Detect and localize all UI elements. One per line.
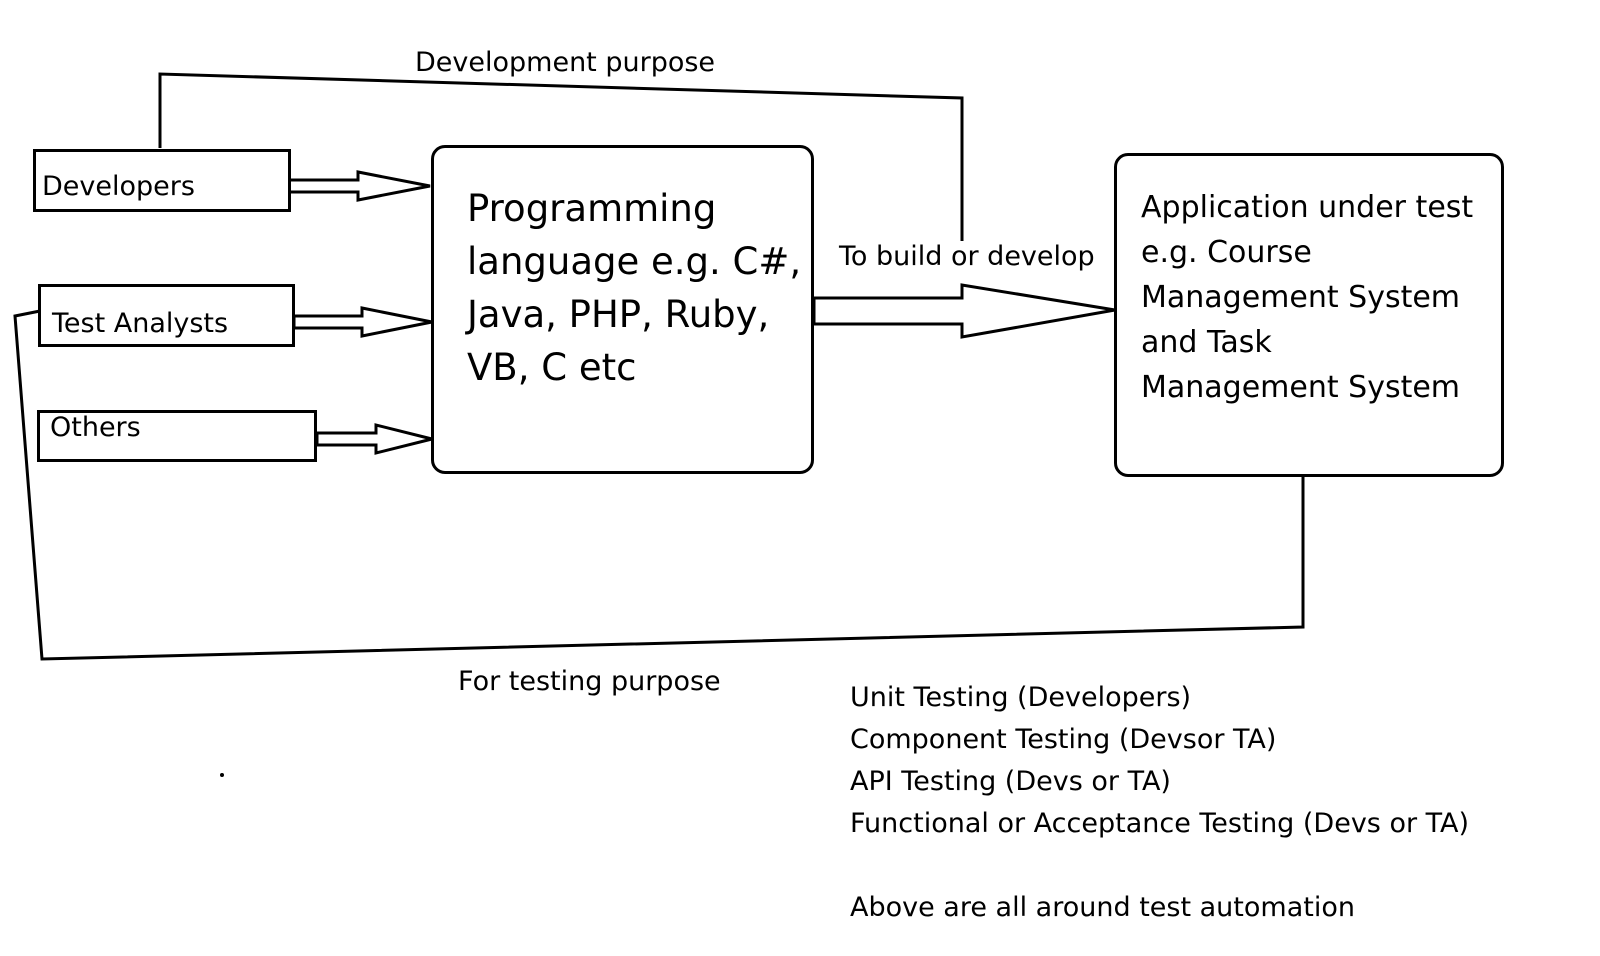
programming-language-text: Programming language e.g. C#, Java, PHP,… bbox=[467, 182, 801, 394]
programming-line: VB, C etc bbox=[467, 346, 637, 389]
testing-purpose-line bbox=[13, 309, 1305, 661]
application-line: e.g. Course bbox=[1141, 235, 1312, 270]
application-line: Management System bbox=[1141, 370, 1461, 405]
to-build-or-develop-label: To build or develop bbox=[837, 241, 1097, 273]
programming-line: Java, PHP, Ruby, bbox=[467, 293, 770, 336]
application-under-test-text: Application under test e.g. Course Manag… bbox=[1141, 185, 1473, 410]
application-under-test-box: Application under test e.g. Course Manag… bbox=[1114, 153, 1504, 477]
developers-box: Developers bbox=[33, 149, 291, 212]
test-analysts-box: Test Analysts bbox=[38, 284, 295, 347]
testing-type-item: Functional or Acceptance Testing (Devs o… bbox=[850, 808, 1470, 839]
build-arrow bbox=[812, 283, 1116, 339]
application-line: Application under test bbox=[1141, 190, 1474, 225]
developers-arrow bbox=[287, 170, 431, 202]
stray-dot bbox=[220, 773, 224, 777]
others-arrow bbox=[315, 423, 433, 455]
development-purpose-line bbox=[158, 72, 964, 244]
programming-line: Programming bbox=[467, 187, 717, 230]
others-label: Others bbox=[50, 412, 141, 443]
test-automation-summary: Above are all around test automation bbox=[850, 892, 1355, 923]
for-testing-purpose-label: For testing purpose bbox=[458, 666, 721, 697]
test-analysts-label: Test Analysts bbox=[52, 308, 229, 339]
testing-type-item: Unit Testing (Developers) bbox=[850, 682, 1192, 713]
others-box: Others bbox=[37, 410, 317, 462]
testing-type-item: API Testing (Devs or TA) bbox=[850, 766, 1171, 797]
programming-line: language e.g. C#, bbox=[467, 240, 802, 283]
testing-notes: Unit Testing (Developers) Component Test… bbox=[850, 677, 1469, 929]
development-purpose-label: Development purpose bbox=[415, 47, 716, 78]
notes-spacer bbox=[850, 845, 1469, 887]
application-line: and Task bbox=[1141, 325, 1272, 360]
testing-type-item: Component Testing (Devsor TA) bbox=[850, 724, 1277, 755]
application-line: Management System bbox=[1141, 280, 1461, 315]
programming-language-box: Programming language e.g. C#, Java, PHP,… bbox=[431, 145, 814, 474]
test-analysts-arrow bbox=[292, 306, 433, 338]
developers-label: Developers bbox=[42, 171, 195, 202]
